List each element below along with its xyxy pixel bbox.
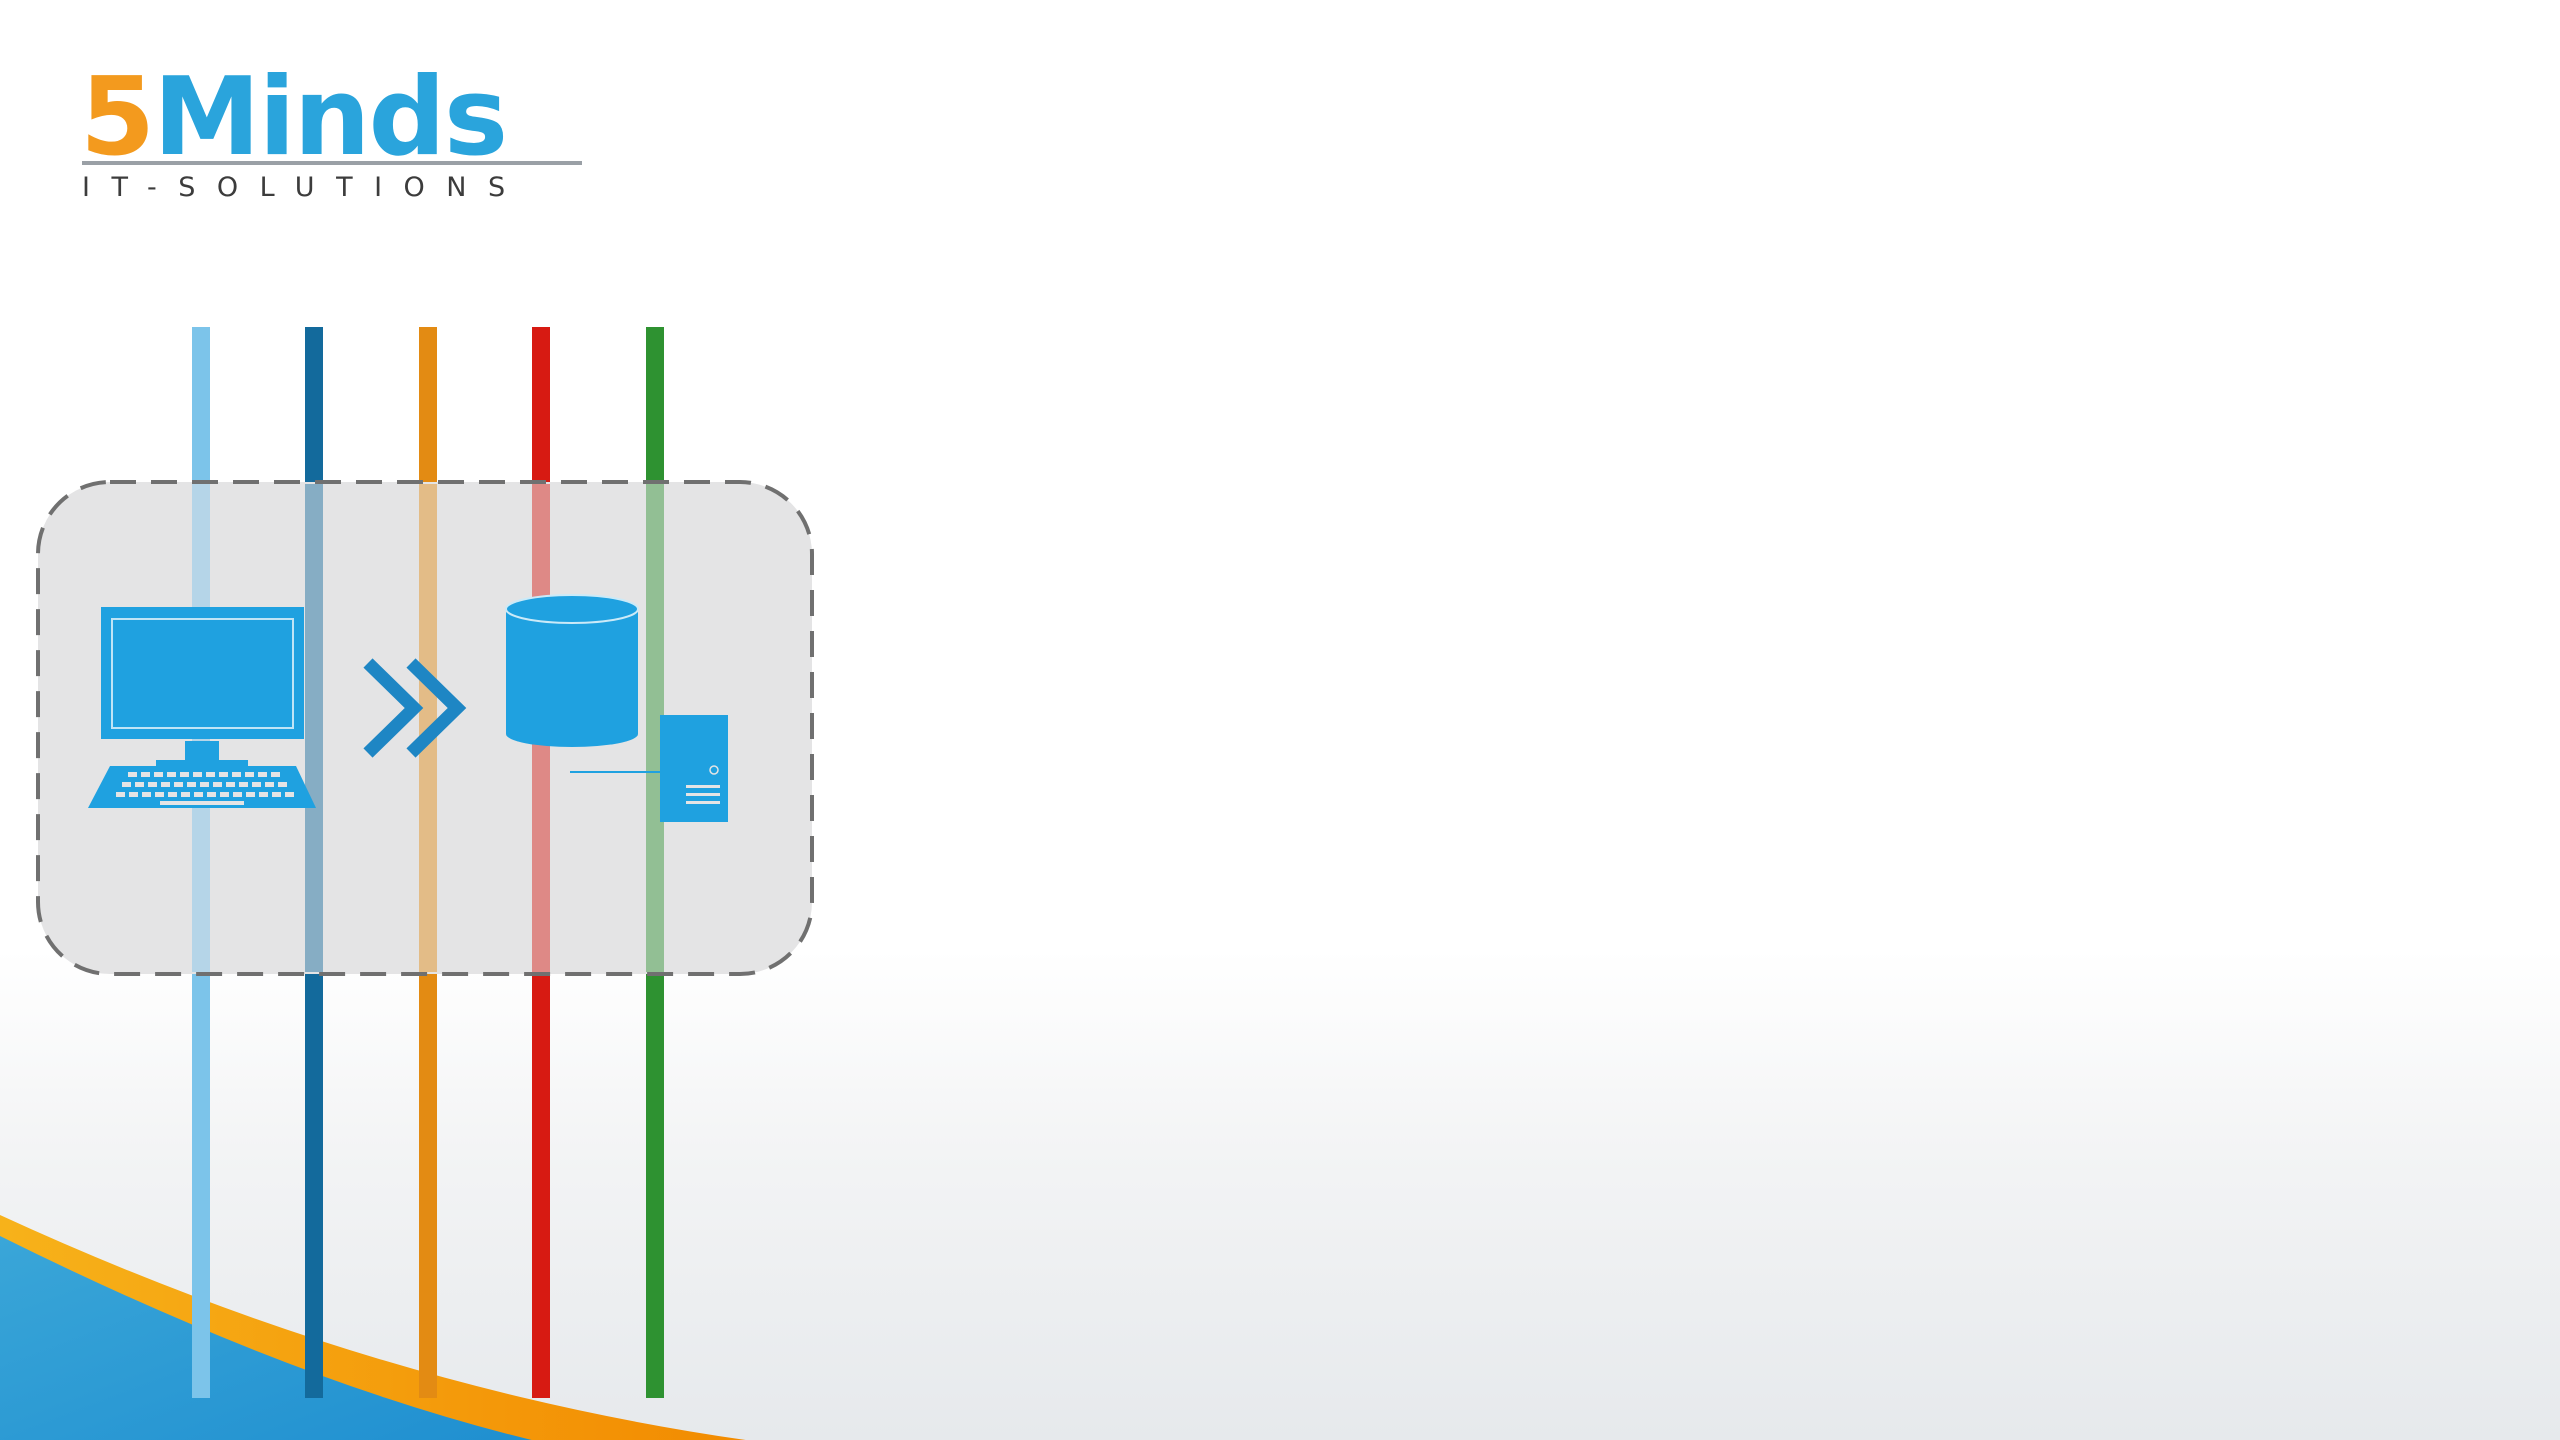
logo-divider — [82, 161, 582, 165]
decorative-swoosh — [0, 1215, 746, 1440]
logo-minds: Minds — [153, 55, 508, 180]
company-logo: 5Minds IT-SOLUTIONS — [80, 64, 600, 208]
logo-tagline: IT-SOLUTIONS — [82, 172, 527, 203]
logo-wordmark: 5Minds — [80, 64, 508, 172]
logo-five: 5 — [80, 55, 155, 180]
lane-line-faded-2 — [305, 484, 323, 972]
computer-icon — [88, 607, 316, 808]
double-chevron-icon — [363, 658, 467, 758]
lane-line-faded-5 — [646, 484, 664, 972]
server-icon — [660, 715, 728, 822]
database-icon — [505, 594, 639, 747]
